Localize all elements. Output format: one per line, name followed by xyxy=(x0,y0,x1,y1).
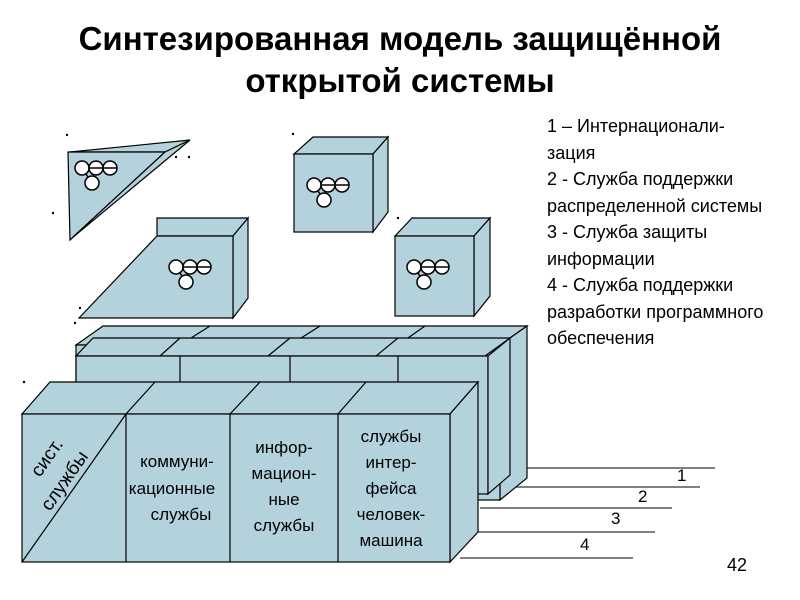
title-line-1: Синтезированная модель защищённой xyxy=(78,20,722,57)
front-slab xyxy=(20,380,480,564)
layer-label-1: 1 xyxy=(677,466,686,485)
layer-label-4: 4 xyxy=(580,535,589,554)
interface-services-line5: машина xyxy=(359,531,423,550)
info-services-line2: мацион- xyxy=(252,464,317,483)
interface-services-block: службы интер- фейса человек- машина xyxy=(357,427,426,550)
cube-top-right xyxy=(292,135,390,234)
title-line-2: открытой системы xyxy=(245,62,555,99)
comm-services-line1: коммуни- xyxy=(140,452,214,471)
interface-services-line3: фейса xyxy=(366,479,417,498)
legend-item-3: 3 - Служба защиты информации xyxy=(547,222,708,269)
page-number: 42 xyxy=(727,555,748,575)
layer-lines xyxy=(460,467,715,559)
info-services-line1: инфор- xyxy=(255,438,312,457)
legend-item-2: 2 - Служба поддержки распределенной сист… xyxy=(547,169,763,216)
layer-label-3: 3 xyxy=(611,509,620,528)
legend-item-1: 1 – Интернационали- зация xyxy=(547,116,725,163)
cube-middle xyxy=(77,216,250,320)
info-services-line3: ные xyxy=(268,490,299,509)
legend: 1 – Интернационали- зация 2 - Служба под… xyxy=(547,113,792,352)
interface-services-line1: службы xyxy=(361,427,422,446)
interface-services-line2: интер- xyxy=(365,453,416,472)
info-services-line4: службы xyxy=(254,516,315,535)
comm-services-line3: службы xyxy=(151,505,212,524)
slide-title: Синтезированная модель защищённой открыт… xyxy=(0,18,800,102)
comm-services-line2: кационные xyxy=(129,479,215,498)
layer-label-2: 2 xyxy=(638,487,647,506)
cube-right xyxy=(393,216,492,318)
interface-services-line4: человек- xyxy=(357,505,426,524)
comm-services-block: коммуни- кационные службы xyxy=(129,452,215,524)
info-services-block: инфор- мацион- ные службы xyxy=(252,438,317,535)
legend-item-4: 4 - Служба поддержки разработки программ… xyxy=(547,275,764,348)
corner-dots xyxy=(22,132,400,384)
